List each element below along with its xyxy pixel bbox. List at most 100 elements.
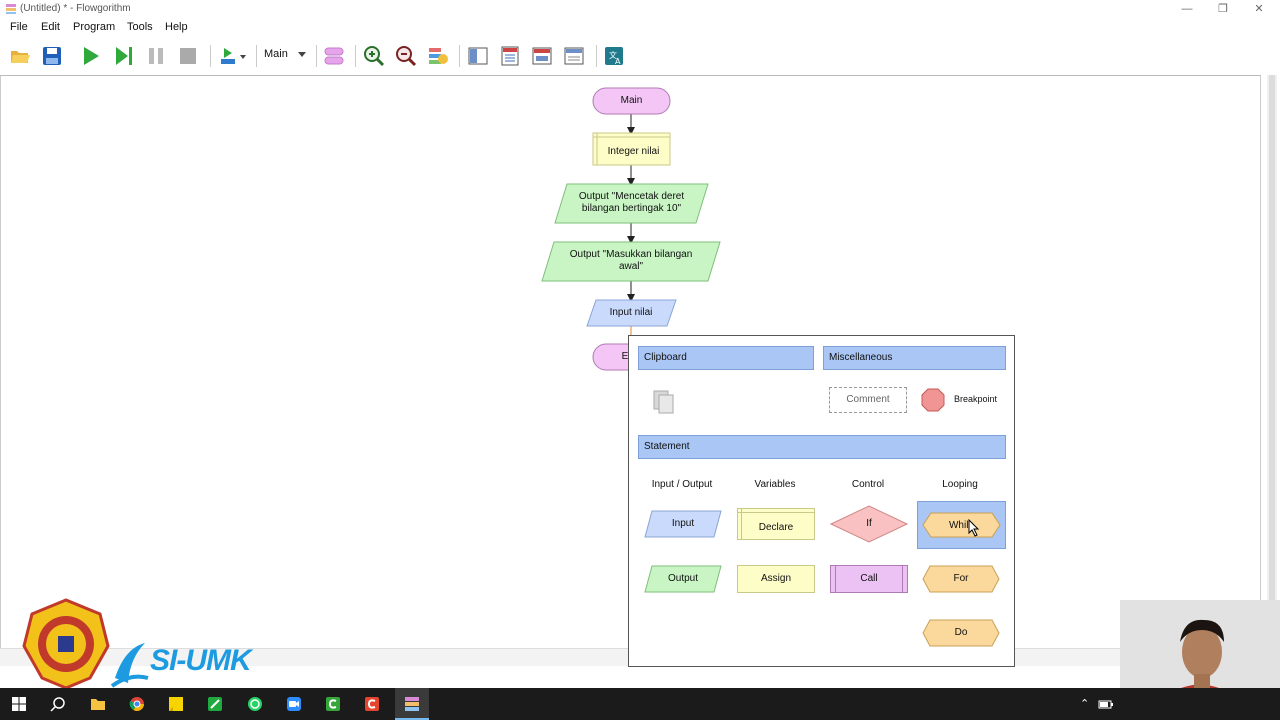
zoom-in-icon[interactable] — [363, 45, 385, 67]
column-control: Control — [851, 479, 885, 490]
input-shape-label: Input — [671, 518, 695, 529]
menu-bar: File Edit Program Tools Help — [0, 19, 1280, 37]
stop-icon[interactable] — [177, 45, 199, 67]
toolbar-separator — [256, 45, 257, 67]
do-shape[interactable]: Do — [922, 619, 1000, 647]
chart-window-icon[interactable] — [563, 45, 585, 67]
input-block[interactable] — [586, 299, 677, 327]
output-block[interactable] — [541, 241, 721, 282]
declare-shape[interactable]: Declare — [737, 508, 815, 540]
speed-icon[interactable] — [218, 45, 240, 67]
output-label-line: bilangan bertingak 10" — [581, 203, 682, 214]
phone-app-icon[interactable] — [207, 696, 223, 712]
taskbar-active-app[interactable] — [395, 688, 429, 720]
save-icon[interactable] — [41, 45, 63, 67]
layout-left-icon[interactable] — [467, 45, 489, 67]
search-icon[interactable] — [50, 696, 66, 712]
chevron-up-icon[interactable]: ⌃ — [1080, 698, 1090, 710]
title-bar: (Untitled) * - Flowgorithm — ❐ ✕ — [0, 0, 1280, 19]
toolbar-separator — [459, 45, 460, 67]
chrome-icon[interactable] — [129, 696, 145, 712]
menu-tools[interactable]: Tools — [127, 21, 153, 33]
university-logo — [20, 598, 270, 690]
for-shape-label: For — [953, 573, 969, 584]
logo-text: SI-UMK — [150, 644, 252, 677]
declare-shape-label: Declare — [758, 522, 794, 533]
breakpoint-label: Breakpoint — [954, 394, 998, 404]
output-block[interactable] — [554, 183, 709, 224]
console-window-icon[interactable] — [499, 45, 521, 67]
flowgorithm-taskbar-icon — [405, 697, 419, 711]
column-looping: Looping — [942, 479, 978, 490]
output-shape[interactable]: Output — [644, 565, 722, 593]
minimize-icon[interactable]: — — [1181, 3, 1193, 15]
mouse-cursor-icon — [968, 519, 980, 537]
if-shape-label: If — [866, 518, 872, 529]
output-shape-label: Output — [667, 573, 699, 584]
translate-icon[interactable]: 文A — [603, 45, 625, 67]
call-shape[interactable]: Call — [830, 565, 908, 593]
svg-text:文: 文 — [609, 50, 617, 60]
breakpoint-icon[interactable] — [921, 388, 945, 412]
open-folder-icon[interactable] — [9, 45, 31, 67]
input-shape[interactable]: Input — [644, 510, 722, 538]
source-code-icon[interactable] — [531, 45, 553, 67]
comment-shape[interactable]: Comment — [829, 387, 907, 413]
do-shape-label: Do — [954, 627, 968, 638]
toolbar-separator — [596, 45, 597, 67]
scrollbar-thumb[interactable] — [1269, 75, 1275, 645]
restore-icon[interactable]: ❐ — [1218, 3, 1228, 15]
menu-file[interactable]: File — [10, 21, 28, 33]
battery-icon[interactable] — [1098, 696, 1114, 712]
wave-logo-icon — [110, 643, 149, 688]
menu-program[interactable]: Program — [73, 21, 116, 33]
toolbar-separator — [316, 45, 317, 67]
close-icon[interactable]: ✕ — [1254, 3, 1264, 15]
run-icon[interactable] — [80, 45, 102, 67]
svg-text:A: A — [615, 57, 621, 66]
function-select[interactable]: Main — [264, 48, 288, 60]
function-manager-icon[interactable] — [323, 45, 345, 67]
camtasia-green-icon[interactable] — [325, 696, 341, 712]
vertical-scrollbar[interactable] — [1267, 75, 1277, 648]
camtasia-red-icon[interactable] — [364, 696, 380, 712]
file-explorer-icon[interactable] — [90, 696, 106, 712]
whatsapp-icon[interactable] — [247, 696, 263, 712]
speed-dropdown-icon[interactable] — [238, 45, 248, 67]
end-label: E — [621, 351, 629, 362]
clipboard-header: Clipboard — [638, 346, 814, 370]
declare-label: Integer nilai — [607, 146, 660, 157]
miscellaneous-header: Miscellaneous — [823, 346, 1006, 370]
output-label: Output "Mencetak deret bilangan bertinga… — [561, 191, 702, 215]
while-shape[interactable]: While — [917, 501, 1006, 549]
assign-shape[interactable]: Assign — [737, 565, 815, 593]
zoom-meeting-icon[interactable] — [286, 696, 302, 712]
zoom-out-icon[interactable] — [395, 45, 417, 67]
output-label-line: Output "Masukkan bilangan — [569, 249, 693, 260]
toolbar-separator — [355, 45, 356, 67]
output-label-line: Output "Mencetak deret — [578, 191, 685, 202]
step-icon[interactable] — [113, 45, 135, 67]
flowgorithm-app-icon — [6, 4, 16, 14]
output-label-line: awal" — [618, 261, 644, 272]
menu-help[interactable]: Help — [165, 21, 188, 33]
paste-icon[interactable] — [651, 388, 677, 414]
declare-block[interactable] — [592, 132, 671, 166]
toolbar-separator — [210, 45, 211, 67]
input-label: Input nilai — [609, 307, 653, 318]
for-shape[interactable]: For — [922, 565, 1000, 593]
pause-icon[interactable] — [145, 45, 167, 67]
sticky-notes-icon[interactable] — [168, 696, 184, 712]
if-shape[interactable]: If — [830, 505, 908, 543]
menu-edit[interactable]: Edit — [41, 21, 60, 33]
windows-start-icon[interactable] — [11, 696, 27, 712]
taskbar: ⌃ — [0, 688, 1280, 720]
chevron-down-icon[interactable] — [298, 52, 306, 57]
start-label: Main — [620, 95, 643, 106]
window-title: (Untitled) * - Flowgorithm — [20, 3, 131, 14]
variable-watch-icon[interactable] — [427, 45, 449, 67]
comment-label: Comment — [846, 394, 890, 405]
output-label: Output "Masukkan bilangan awal" — [548, 249, 714, 273]
start-terminal[interactable] — [592, 87, 671, 115]
